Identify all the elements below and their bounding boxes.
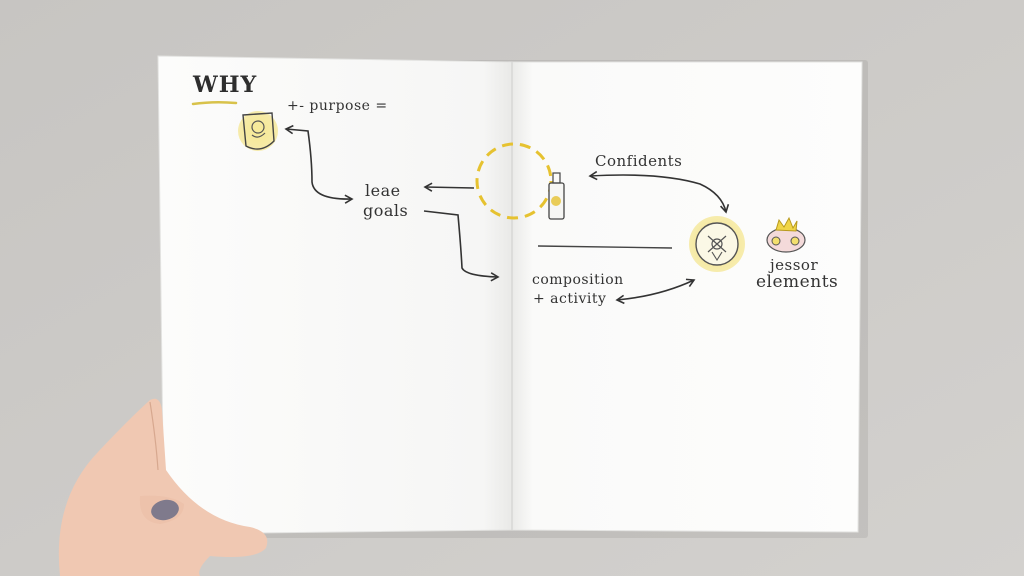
target-icon [689, 216, 745, 272]
hand [58, 398, 268, 576]
arrow-confidents-target [588, 170, 730, 214]
composition-label-line1: composition [532, 272, 624, 288]
confidents-label: Confidents [595, 152, 683, 170]
thumbnail [151, 499, 179, 521]
elements-label-line1: jessor [770, 256, 819, 274]
arrow-composition-target [615, 278, 696, 305]
composition-label-line2: + activity [533, 291, 607, 307]
why-underline [191, 100, 238, 106]
crown-face-icon [766, 216, 806, 253]
arrow-to-goals [423, 182, 475, 192]
shield-icon [238, 111, 278, 151]
left-page [157, 55, 513, 535]
dashed-circle [475, 142, 553, 220]
goals-label-line1: leae [365, 181, 401, 200]
divider-line [537, 245, 673, 249]
arrow-goals-composition [423, 210, 500, 282]
elements-label-line2: elements [756, 272, 839, 292]
bottle-icon [548, 172, 565, 220]
purpose-note: +- purpose = [287, 98, 388, 114]
arrow-shield-goals [284, 124, 354, 204]
goals-label-line2: goals [363, 201, 409, 220]
heading-why: WHY [193, 72, 258, 98]
